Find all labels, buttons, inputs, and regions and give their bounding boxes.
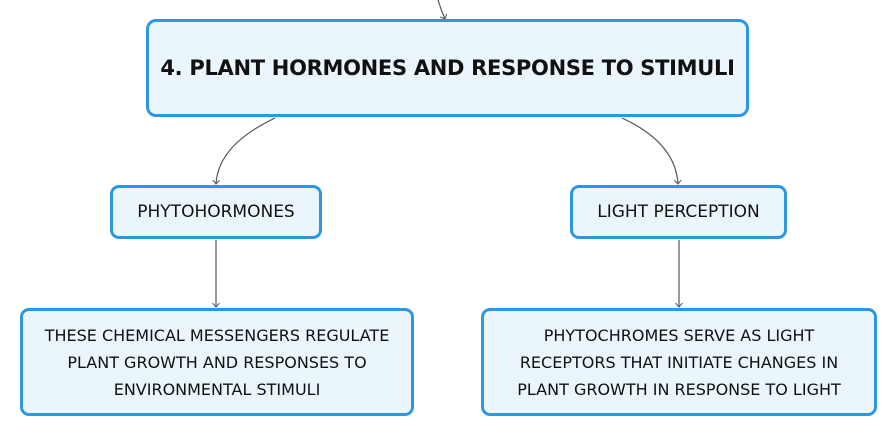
phytohormones-node[interactable]: PHYTOHORMONES — [110, 185, 322, 239]
phytohormones-label: PHYTOHORMONES — [137, 202, 295, 222]
light-perception-detail-text: PHYTOCHROMES SERVE AS LIGHT RECEPTORS TH… — [517, 325, 841, 399]
light-perception-node[interactable]: LIGHT PERCEPTION — [570, 185, 787, 239]
connector-main-to-phytohormones — [216, 117, 276, 184]
main-topic-label: 4. PLANT HORMONES AND RESPONSE TO STIMUL… — [160, 56, 735, 80]
light-perception-label: LIGHT PERCEPTION — [597, 202, 760, 222]
phytohormones-detail-text: THESE CHEMICAL MESSENGERS REGULATE PLANT… — [44, 325, 390, 399]
main-topic-node[interactable]: 4. PLANT HORMONES AND RESPONSE TO STIMUL… — [146, 19, 749, 117]
light-perception-detail-node[interactable]: PHYTOCHROMES SERVE AS LIGHT RECEPTORS TH… — [481, 308, 877, 416]
connector-parent-to-main — [437, 0, 445, 19]
phytohormones-detail-node[interactable]: THESE CHEMICAL MESSENGERS REGULATE PLANT… — [20, 308, 414, 416]
connector-main-to-light-perception — [621, 117, 678, 184]
